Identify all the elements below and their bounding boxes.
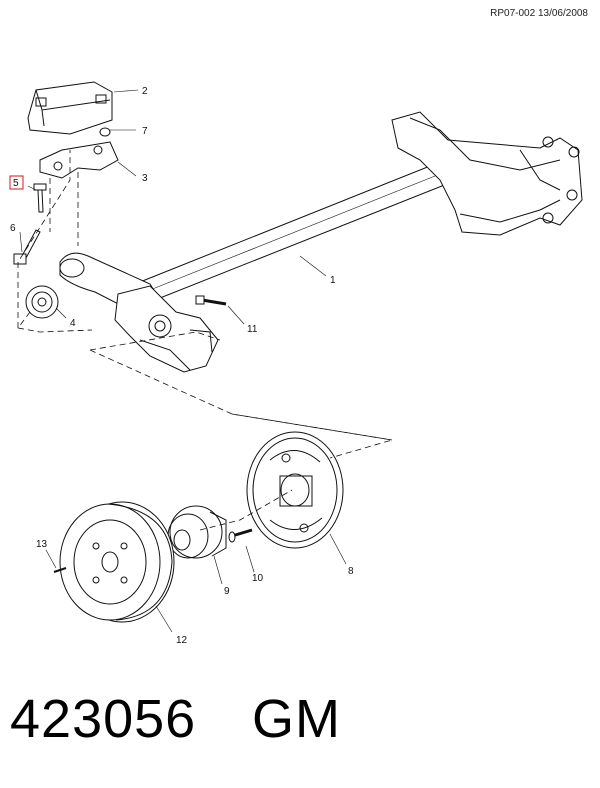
callout-1: 1 — [330, 275, 336, 286]
wheel-stud — [228, 528, 253, 543]
exploded-diagram: 2 7 3 5 6 4 1 11 8 10 9 12 13 — [9, 81, 583, 646]
callout-10: 10 — [252, 573, 264, 584]
callout-4: 4 — [70, 318, 76, 329]
control-module — [27, 81, 113, 135]
callout-13: 13 — [36, 539, 48, 550]
leader-lines — [19, 89, 347, 633]
callout-8: 8 — [348, 566, 354, 577]
callout-6: 6 — [10, 223, 16, 234]
callout-9: 9 — [224, 586, 230, 597]
bolt-5 — [33, 183, 47, 213]
callout-5-highlight — [9, 175, 24, 190]
bushing — [25, 285, 59, 319]
brake-backing-plate — [246, 431, 344, 549]
callout-7: 7 — [142, 126, 148, 137]
brand-name: GM — [252, 689, 341, 749]
drum-screw — [53, 567, 67, 573]
bolt-11 — [195, 295, 227, 306]
wheel-hub — [167, 505, 227, 559]
callout-11: 11 — [247, 324, 258, 335]
part-number: 423056 — [10, 689, 197, 749]
axle-beam — [59, 111, 583, 373]
brake-drum — [59, 501, 175, 623]
callout-3: 3 — [142, 173, 148, 184]
bolt-6 — [13, 229, 41, 265]
callout-5: 5 — [13, 178, 19, 189]
drawing-reference: RP07-002 13/06/2008 — [490, 8, 588, 19]
washer — [99, 127, 111, 137]
callout-12: 12 — [176, 635, 188, 646]
callout-2: 2 — [142, 86, 148, 97]
mount-bracket — [39, 141, 119, 179]
assembly-lines — [17, 150, 393, 531]
